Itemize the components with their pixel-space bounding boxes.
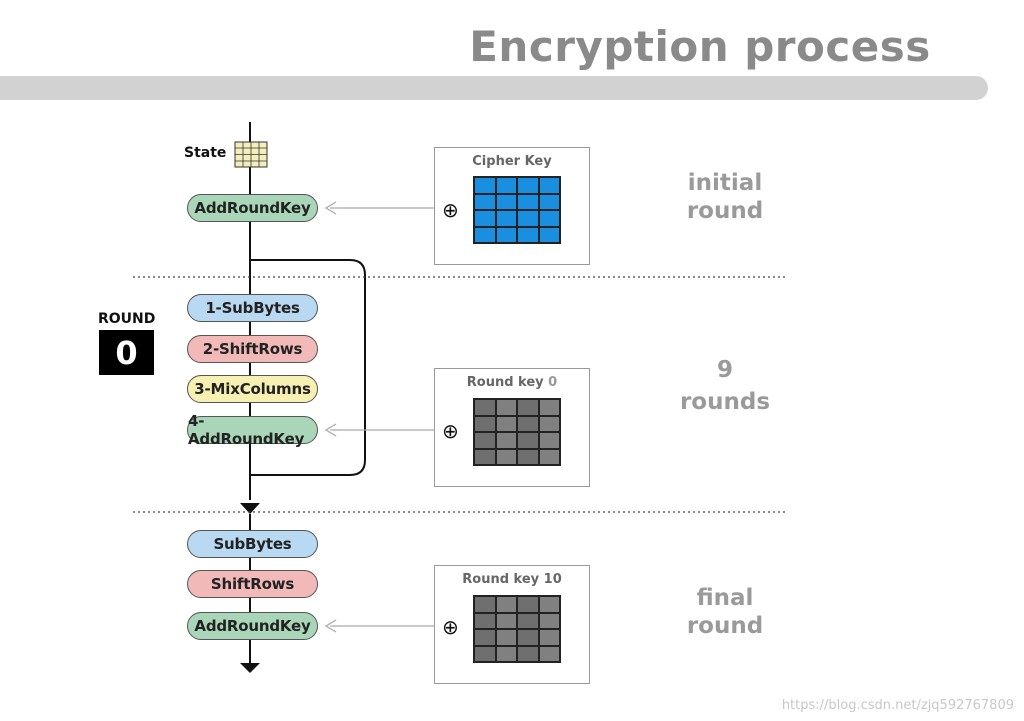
round-key-box: Round key 0 ⊕	[434, 368, 590, 487]
page-title: Encryption process	[469, 22, 931, 71]
step-initial-addroundkey: AddRoundKey	[187, 194, 318, 222]
final-round-key-box: Round key 10 ⊕	[434, 565, 590, 684]
round-loop-path	[250, 259, 366, 476]
round-key-title: Round key 0	[466, 375, 558, 390]
title-underline-bar	[0, 76, 988, 100]
state-grid-icon	[234, 141, 268, 168]
round-number-badge: 0	[99, 330, 154, 375]
final-round-key-grid	[473, 595, 561, 663]
round-key-number: 0	[548, 375, 558, 390]
step-final-shiftrows: ShiftRows	[187, 570, 318, 598]
step-mixcolumns: 3-MixColumns	[187, 375, 318, 403]
step-subbytes: 1-SubBytes	[187, 294, 318, 322]
round-label: ROUND	[98, 311, 156, 327]
key-arrows	[324, 201, 434, 633]
cipher-key-box: Cipher Key ⊕	[434, 147, 590, 265]
step-shiftrows: 2-ShiftRows	[187, 335, 318, 363]
xor-icon: ⊕	[442, 419, 459, 443]
final-round-key-title: Round key 10	[462, 572, 562, 587]
end-arrow-icon	[240, 663, 260, 673]
arrowhead-icon	[324, 619, 337, 633]
xor-icon: ⊕	[442, 198, 459, 222]
state-label: State	[184, 145, 227, 161]
cipher-key-grid	[473, 176, 561, 244]
step-final-subbytes: SubBytes	[187, 530, 318, 558]
arrowhead-icon	[324, 201, 337, 215]
step-final-addroundkey: AddRoundKey	[187, 612, 318, 640]
step-addroundkey: 4-AddRoundKey	[187, 412, 318, 448]
watermark: https://blog.csdn.net/zjq592767809	[781, 698, 1014, 713]
round-key-grid	[473, 398, 561, 466]
cipher-key-title: Cipher Key	[472, 154, 552, 169]
arrowhead-icon	[324, 423, 337, 437]
down-arrow-icon	[240, 503, 260, 514]
xor-icon: ⊕	[442, 615, 459, 639]
